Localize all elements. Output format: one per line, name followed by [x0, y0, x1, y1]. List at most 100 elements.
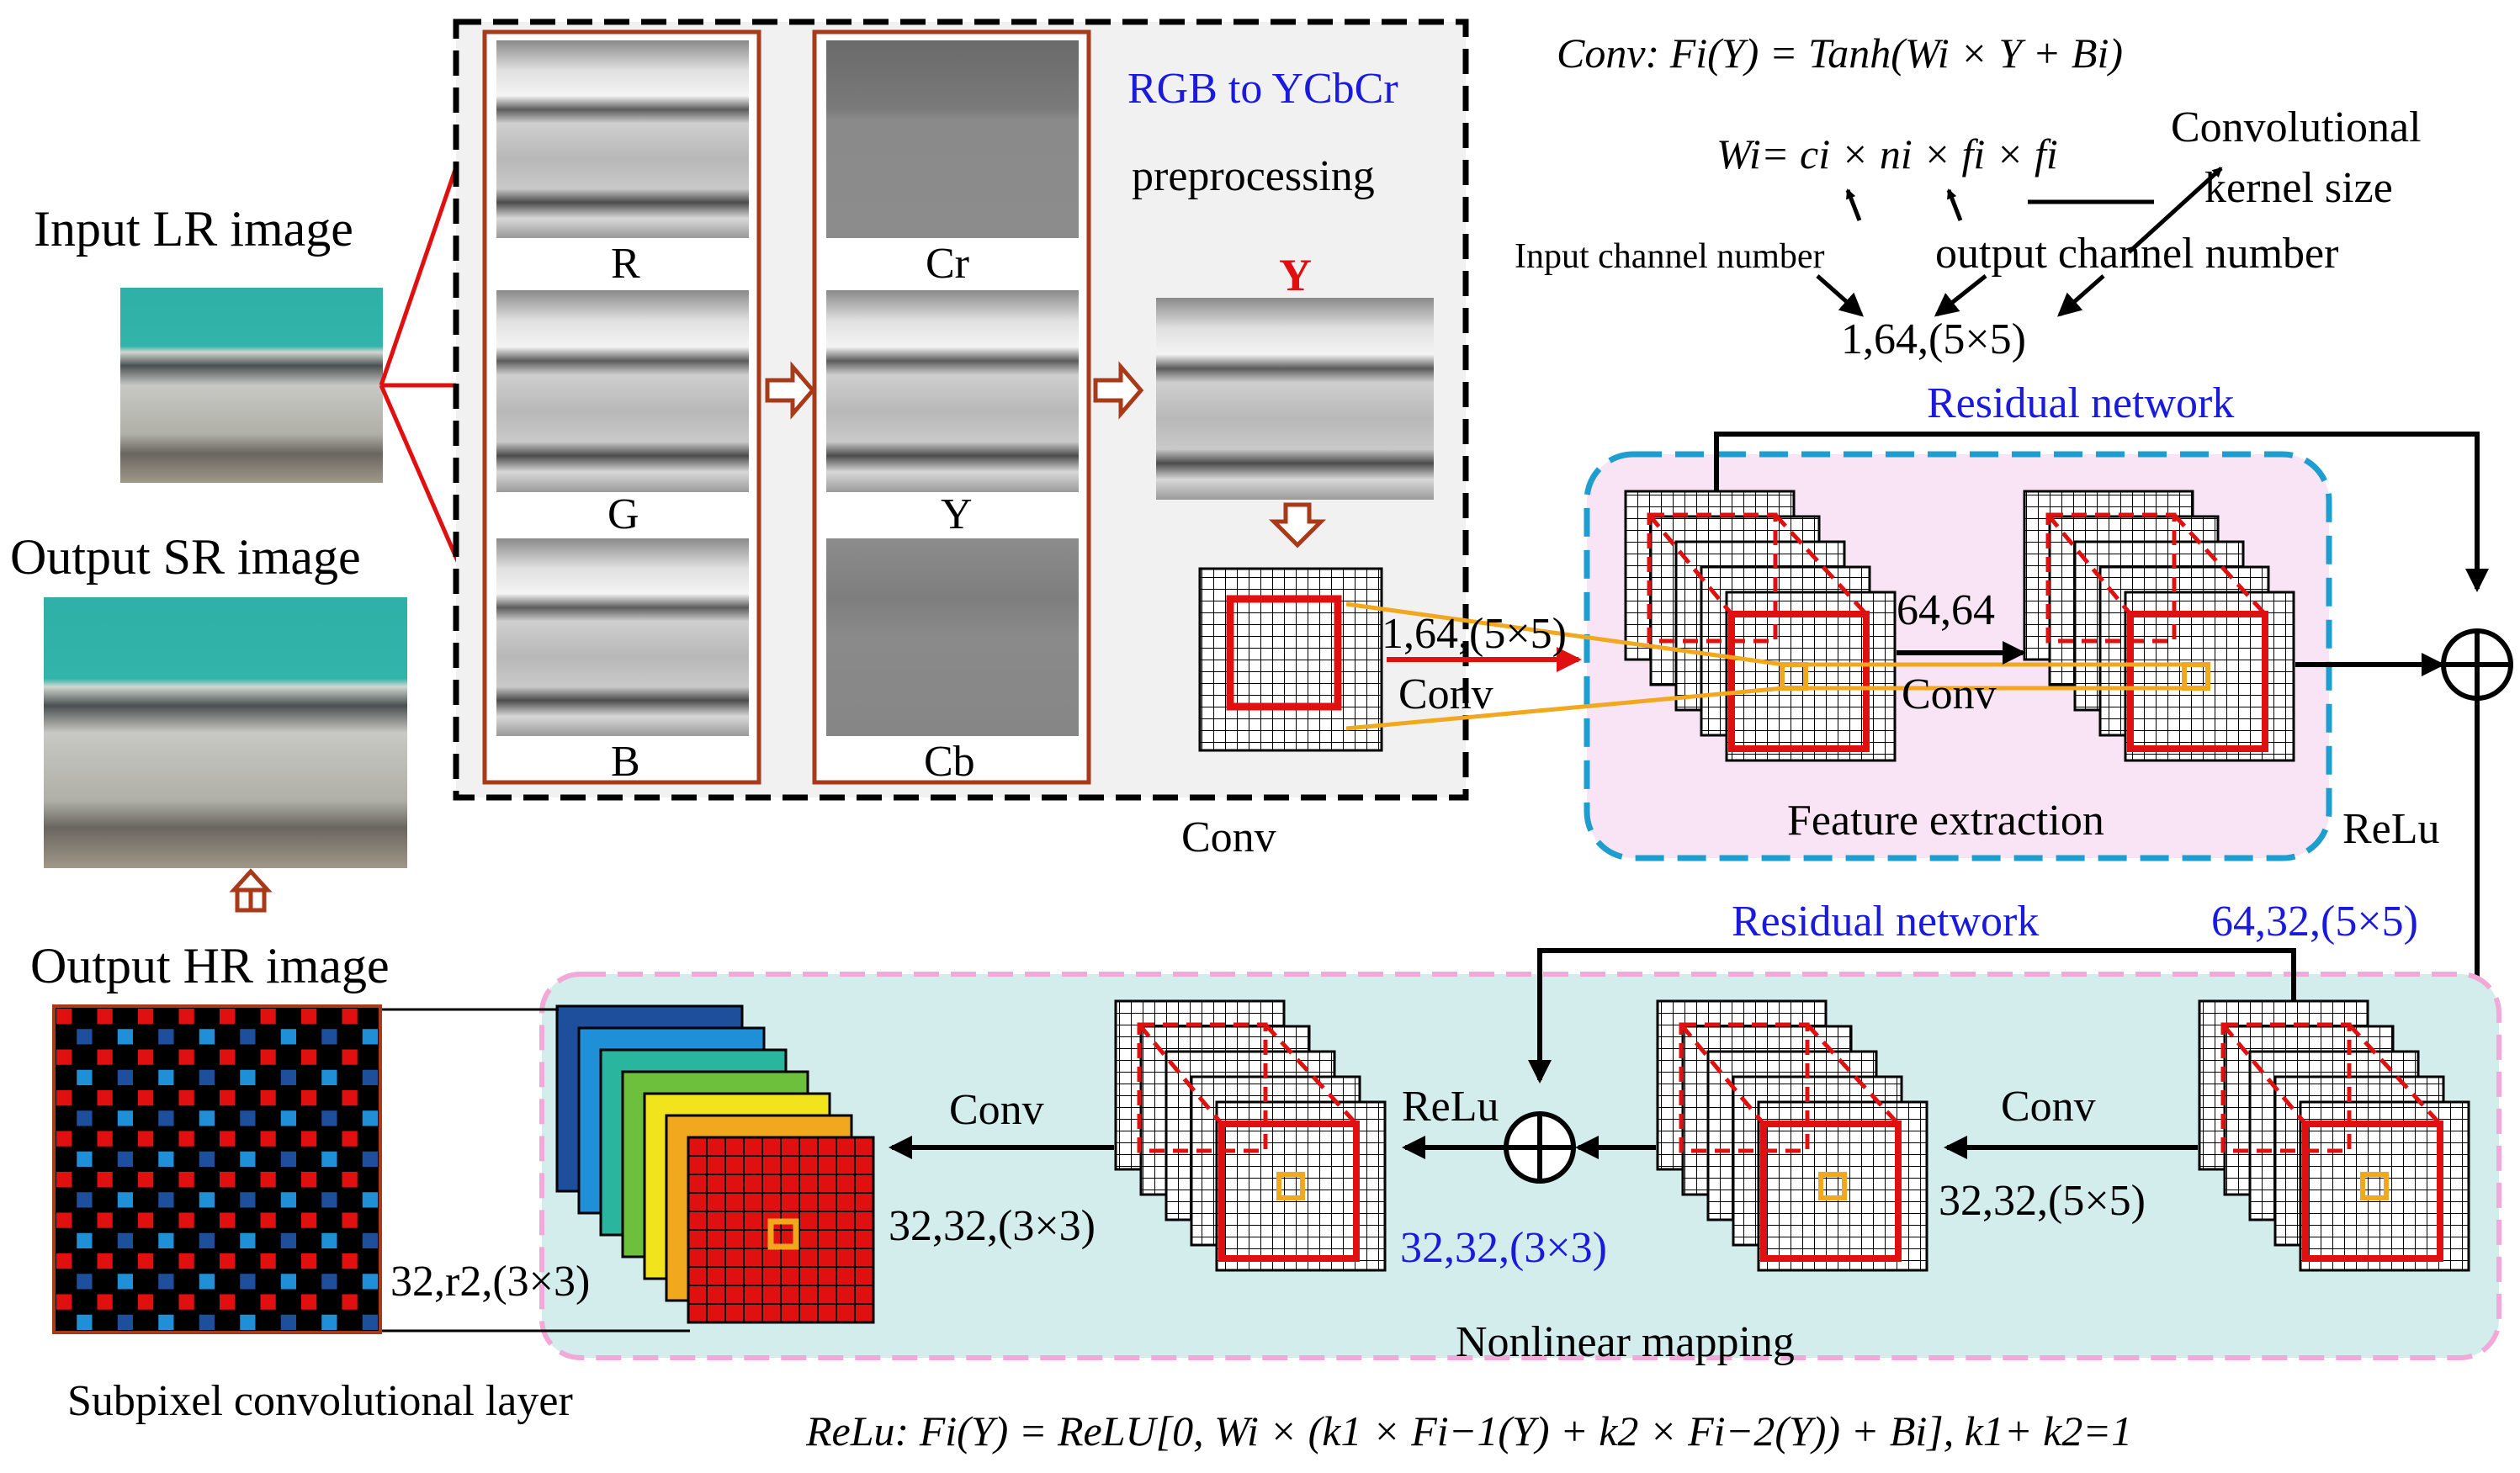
hr-pixel-cell [321, 1314, 337, 1330]
hr-pixel-cell [280, 1274, 296, 1290]
hr-pixel-cell [158, 1274, 174, 1290]
hr-pixel-cell [97, 1090, 113, 1106]
hr-pixel-cell [260, 1172, 276, 1188]
hr-pixel-cell [280, 1232, 296, 1248]
nonlinear-stack-left [1114, 999, 1387, 1272]
hr-pixel-cell [342, 1253, 358, 1269]
hr-pixel-cell [158, 1110, 174, 1126]
hr-pixel-cell [240, 1192, 256, 1208]
hr-pixel-cell [56, 1090, 72, 1106]
hr-pixel-cell [260, 1212, 276, 1228]
hr-pixel-cell [362, 1274, 378, 1290]
hr-pixel-cell [56, 1009, 72, 1025]
hr-pixel-cell [280, 1151, 296, 1167]
y-channel-output-image [1156, 298, 1434, 500]
hr-pixel-cell [362, 1314, 378, 1330]
hr-pixel-cell [56, 1172, 72, 1188]
hr-pixel-cell [178, 1294, 194, 1310]
hr-pixel-cell [178, 1090, 194, 1106]
hollow-down-arrow-icon [1268, 502, 1327, 548]
hr-pixel-cell [301, 1090, 317, 1106]
residual-connection-top [1714, 432, 2489, 592]
y-output-label: Y [1279, 250, 1312, 300]
output-hr-label: Output HR image [30, 938, 390, 993]
hr-pixel-cell [158, 1151, 174, 1167]
hr-pixel-cell [280, 1314, 296, 1330]
channel-y-label: Y [941, 490, 973, 538]
feature-stack-1 [1624, 490, 1897, 762]
hr-pixel-cell [260, 1049, 276, 1065]
hr-pixel-cell [77, 1029, 93, 1045]
nonlinear-mapping-label: Nonlinear mapping [1456, 1318, 1795, 1366]
output-hr-pixel-grid [52, 1004, 382, 1334]
hr-pixel-cell [280, 1029, 296, 1045]
hr-pixel-cell [342, 1090, 358, 1106]
hr-pixel-cell [362, 1069, 378, 1085]
input-lr-label: Input LR image [34, 201, 353, 257]
feature-extraction-label: Feature extraction [1787, 797, 2104, 845]
hr-pixel-cell [321, 1232, 337, 1248]
params-32-32-3-label: 32,32,(3×3) [889, 1202, 1096, 1250]
preprocessing-label: preprocessing [1132, 152, 1375, 200]
hr-pixel-cell [280, 1192, 296, 1208]
hr-pixel-cell [260, 1090, 276, 1106]
hr-pixel-cell [199, 1151, 215, 1167]
hr-pixel-cell [158, 1314, 174, 1330]
params-64-32-label: 64,32,(5×5) [2211, 898, 2418, 946]
hr-pixel-cell [97, 1131, 113, 1147]
hr-pixel-cell [199, 1232, 215, 1248]
hr-pixel-cell [56, 1049, 72, 1065]
hr-pixel-cell [77, 1232, 93, 1248]
hr-pixel-cell [362, 1192, 378, 1208]
hr-pixel-cell [342, 1172, 358, 1188]
channel-cb-image [826, 538, 1079, 736]
hr-pixel-cell [117, 1274, 133, 1290]
hr-pixel-cell [117, 1192, 133, 1208]
hr-pixel-cell [117, 1232, 133, 1248]
hr-pixel-cell [362, 1232, 378, 1248]
params-32-r2-label: 32,r2,(3×3) [390, 1258, 590, 1306]
params-32-32-5-label: 32,32,(5×5) [1939, 1177, 2146, 1225]
hr-pixel-cell [199, 1069, 215, 1085]
hr-pixel-cell [220, 1009, 236, 1025]
hr-pixel-cell [321, 1192, 337, 1208]
hr-pixel-cell [138, 1009, 154, 1025]
feature-stack-2 [2023, 490, 2295, 762]
hr-pixel-cell [77, 1151, 93, 1167]
hr-pixel-cell [97, 1294, 113, 1310]
kernel-size-label-line1: Convolutional [2171, 103, 2422, 151]
hr-pixel-cell [240, 1274, 256, 1290]
hr-pixel-cell [240, 1029, 256, 1045]
residual-connection-bottom [1528, 948, 2296, 1084]
hr-pixel-cell [220, 1212, 236, 1228]
hr-pixel-cell [56, 1294, 72, 1310]
hr-pixel-cell [220, 1253, 236, 1269]
hr-pixel-cell [178, 1049, 194, 1065]
nonlinear-stack-right [2198, 999, 2470, 1272]
channel-b-label: B [611, 738, 640, 786]
hr-pixel-cell [178, 1212, 194, 1228]
hr-pixel-cell [178, 1009, 194, 1025]
hr-pixel-cell [220, 1090, 236, 1106]
hr-pixel-cell [77, 1069, 93, 1085]
hr-pixel-cell [77, 1314, 93, 1330]
hr-pixel-cell [117, 1314, 133, 1330]
hr-pixel-cell [301, 1253, 317, 1269]
hr-pixel-cell [240, 1069, 256, 1085]
channel-cb-label: Cb [924, 738, 975, 786]
hr-grid-border [52, 1004, 382, 1334]
output-sr-image [44, 597, 407, 868]
hr-pixel-cell [138, 1090, 154, 1106]
channel-y-image [826, 290, 1079, 492]
rgb-to-ycbcr-label: RGB to YCbCr [1127, 65, 1398, 113]
hr-pixel-cell [321, 1274, 337, 1290]
hr-pixel-cell [301, 1294, 317, 1310]
hr-pixel-cell [199, 1029, 215, 1045]
conv-formula: Conv: Fi(Y) = Tanh(Wi × Y + Bi) [1557, 29, 2123, 77]
hr-pixel-cell [138, 1172, 154, 1188]
relu-right-label: ReLu [2342, 805, 2440, 853]
hr-pixel-cell [199, 1274, 215, 1290]
projection-lines [1345, 601, 2186, 731]
left-conv-label: Conv [949, 1086, 1044, 1134]
hr-pixel-cell [117, 1069, 133, 1085]
